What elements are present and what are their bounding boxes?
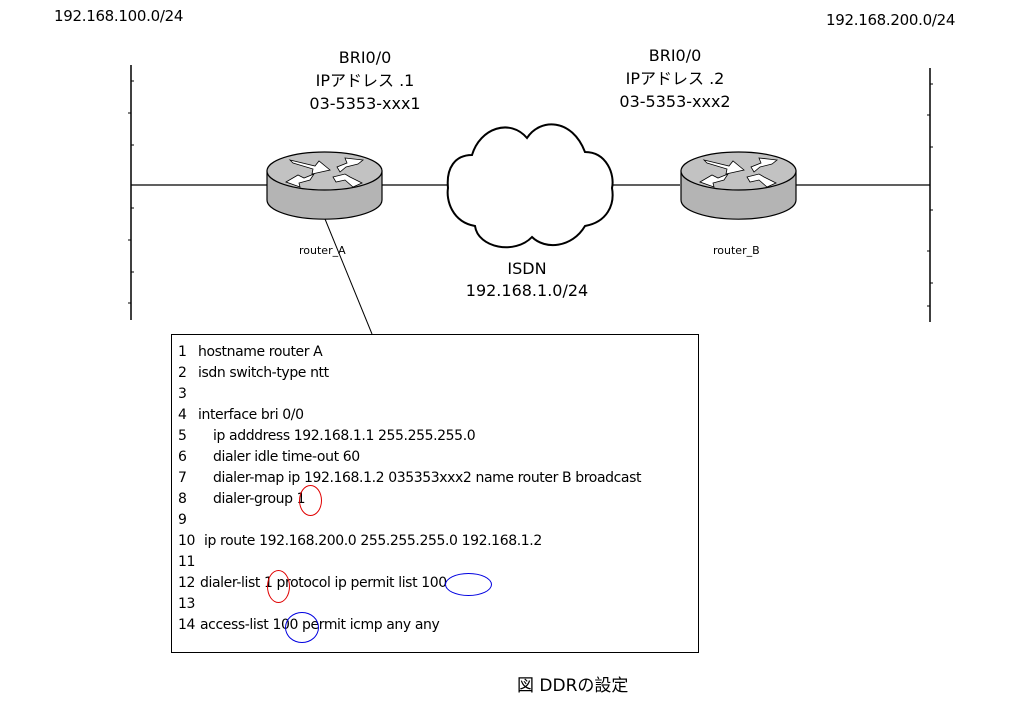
permit-list-100-highlight xyxy=(445,573,492,596)
router-a-icon xyxy=(266,151,383,220)
dialer-list-1-highlight xyxy=(267,570,290,603)
router-a-name: router_A xyxy=(299,244,346,257)
router-a-ip-label: IPアドレス .1 xyxy=(315,71,415,90)
figure-caption: 図 DDRの設定 xyxy=(517,676,629,696)
router-b-icon xyxy=(680,151,797,220)
lan-b-network-label: 192.168.200.0/24 xyxy=(826,11,956,29)
isdn-name: ISDN xyxy=(507,259,547,278)
config-line: 9 xyxy=(178,512,187,528)
config-line: 13 xyxy=(178,596,196,612)
lan-b-segment xyxy=(927,68,933,322)
router-b-interface: BRI0/0 xyxy=(648,46,702,65)
router-a-interface-info: BRI0/0 IPアドレス .1 03-5353-xxx1 xyxy=(300,46,430,115)
access-list-100-highlight xyxy=(285,612,319,643)
router-b-name: router_B xyxy=(713,244,760,257)
router-a-interface: BRI0/0 xyxy=(338,48,392,67)
isdn-cloud-icon xyxy=(446,123,614,249)
config-line: 11 xyxy=(178,554,196,570)
dialer-group-1-highlight xyxy=(299,485,322,516)
lan-a-network-label: 192.168.100.0/24 xyxy=(54,7,184,25)
router-b-phone: 03-5353-xxx2 xyxy=(619,92,731,111)
isdn-label: ISDN 192.168.1.0/24 xyxy=(462,258,592,302)
isdn-network: 192.168.1.0/24 xyxy=(465,281,589,300)
config-line: 3 xyxy=(178,386,187,402)
router-b-interface-info: BRI0/0 IPアドレス .2 03-5353-xxx2 xyxy=(610,44,740,113)
config-callout-line xyxy=(324,218,373,335)
router-b-ip-label: IPアドレス .2 xyxy=(625,69,725,88)
router-a-phone: 03-5353-xxx1 xyxy=(309,94,421,113)
lan-a-segment xyxy=(128,65,134,320)
